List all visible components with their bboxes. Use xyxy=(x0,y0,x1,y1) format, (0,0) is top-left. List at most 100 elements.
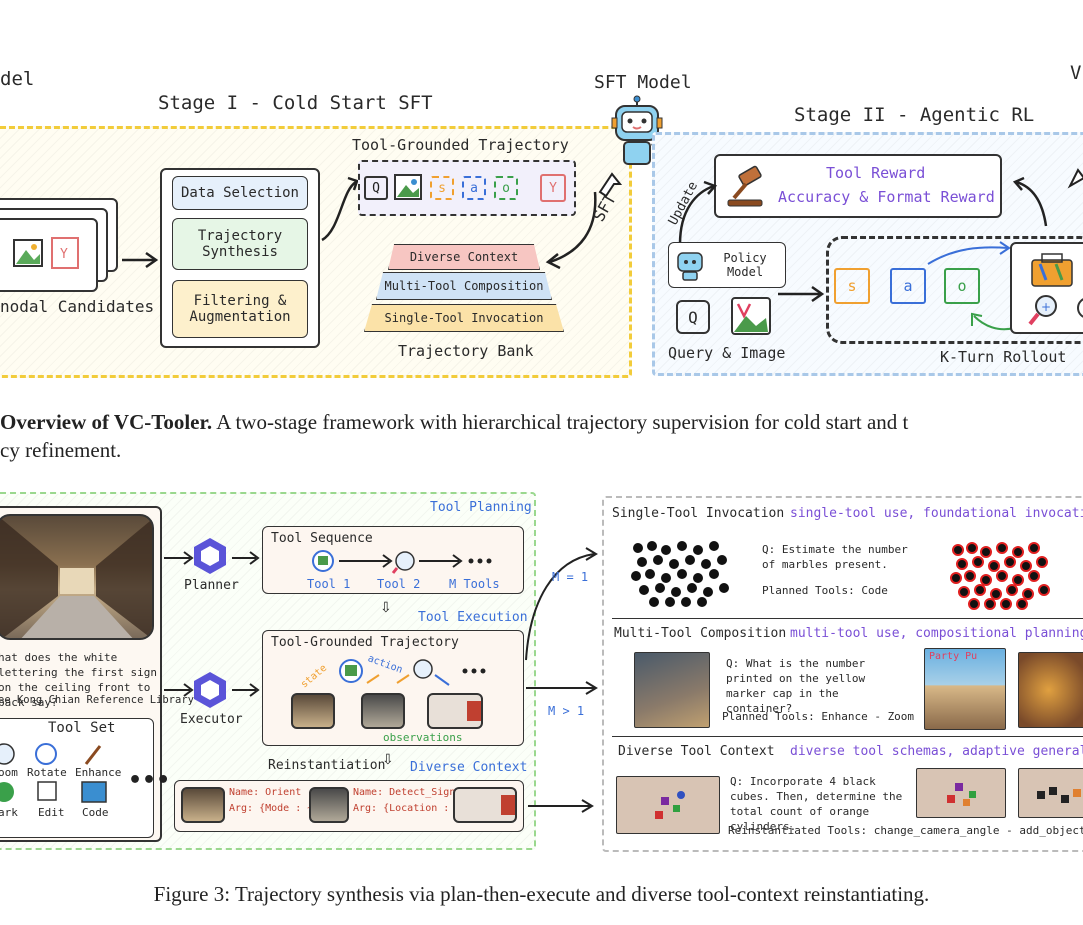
hollow-down-arrow-icon: ⇩ xyxy=(380,600,392,616)
trajectory-bank-label: Trajectory Bank xyxy=(398,342,534,360)
caption-rest: A two-stage framework with hierarchical … xyxy=(212,410,909,434)
reinst-image-2 xyxy=(309,787,349,823)
tool-edit: Edit xyxy=(38,806,65,819)
sign-red-tab xyxy=(501,795,515,815)
hollow-arrow-icon xyxy=(598,172,623,198)
sft-model-label: SFT Model xyxy=(594,72,692,93)
multi-tool-subtitle: multi-tool use, compositional planning xyxy=(790,626,1083,641)
toolbox-panel: + xyxy=(1010,242,1083,334)
sequence-icons xyxy=(312,550,492,574)
gavel-icon xyxy=(727,165,763,207)
policy-model-label: Policy Model xyxy=(723,251,767,279)
diverse-context-label: Diverse Context xyxy=(410,760,528,775)
hollow-arrow-icon xyxy=(1067,168,1083,189)
svg-text:+: + xyxy=(1041,300,1051,314)
caption-bold: Overview of VC-Tooler. xyxy=(0,410,213,434)
diverse-tool-title: Diverse Tool Context xyxy=(618,744,775,759)
token-o: o xyxy=(494,176,518,200)
arrow-to-trajectory-box xyxy=(232,683,260,697)
robot-icon xyxy=(677,252,703,281)
data-selection-box: Data Selection xyxy=(172,176,308,210)
token-a: a xyxy=(462,176,486,200)
tool-execution-label: Tool Execution xyxy=(418,610,528,625)
m-gt-1-label: M > 1 xyxy=(548,704,585,718)
single-tool-question: Q: Estimate the number of marbles presen… xyxy=(762,543,908,571)
tool-zoom: oom xyxy=(0,766,18,779)
figure2-caption-line2: cy refinement. xyxy=(0,438,122,462)
observation-image-3 xyxy=(427,693,483,729)
toolbox-icon: + xyxy=(1028,253,1083,326)
trajectory-box-title: Tool-Grounded Trajectory xyxy=(271,635,459,650)
divider-1 xyxy=(612,618,1083,619)
figure3-caption: Figure 3: Trajectory synthesis via plan-… xyxy=(153,882,930,906)
diverse-tool-planned: Reinstantiated Tools: change_camera_angl… xyxy=(728,824,1083,837)
rollout-blue-arrow xyxy=(927,241,1011,265)
party-image: Party Pu xyxy=(924,648,1006,730)
tool-code: Code xyxy=(82,806,109,819)
trajectory-step-icons xyxy=(339,659,486,686)
stage1-title: Stage I - Cold Start SFT xyxy=(158,92,433,114)
m-tools-label: M Tools xyxy=(449,577,500,591)
tool-rotate: Rotate xyxy=(27,766,67,779)
arrow-to-executor xyxy=(164,683,194,697)
reinstantiation-strip: Name: Orient Arg: {Mode : ~} Name: Detec… xyxy=(174,780,524,832)
reinst-arg-2: Arg: {Location : ~} xyxy=(353,803,468,814)
query-token: Q xyxy=(676,300,710,334)
cropped-title-left: del xyxy=(0,68,35,90)
image-icon: Y xyxy=(13,237,79,269)
multi-tool-question: Q: What is the number printed on the yel… xyxy=(726,657,866,715)
figure2-caption-line1: Overview of VC-Tooler. A two-stage frame… xyxy=(0,410,908,435)
stage2-title: Stage II - Agentic RL xyxy=(794,104,1035,126)
cropped-title-right: V xyxy=(1070,62,1082,84)
state-label: state xyxy=(298,662,330,691)
trajectory-box: Tool-Grounded Trajectory state action ob… xyxy=(262,630,524,746)
reinst-name-2: Name: Detect_Sign xyxy=(353,787,456,798)
sft-arrow xyxy=(545,191,597,270)
tool-set-title: Tool Set xyxy=(48,720,116,736)
planner-label: Planner xyxy=(184,578,239,593)
reward-box: Tool Reward Accuracy & Format Reward xyxy=(714,154,1002,218)
markers-image xyxy=(1018,652,1083,728)
trajectory-synthesis-box: Trajectory Synthesis xyxy=(172,218,308,270)
tool-sequence-title: Tool Sequence xyxy=(271,531,373,546)
party-text: Party Pu xyxy=(929,651,978,662)
marbles-image xyxy=(631,541,729,607)
tool-icons xyxy=(0,743,107,803)
multi-tool-planned: Planned Tools: Enhance - Zoom xyxy=(722,710,915,723)
branch-arrows xyxy=(525,547,598,695)
cubes-graphic xyxy=(655,791,685,819)
marbles-marked-image xyxy=(950,542,1050,610)
sign-red-tab xyxy=(467,701,481,721)
svg-text:Y: Y xyxy=(60,247,68,262)
arrow-to-rollout xyxy=(778,285,825,303)
cubes-edit-graphic xyxy=(1037,787,1081,803)
image-icon xyxy=(731,297,771,335)
tool-mark: ark xyxy=(0,806,18,819)
library-shelves-graphic xyxy=(0,517,152,638)
arrow-to-sequence xyxy=(232,551,260,565)
reinst-image-3 xyxy=(453,787,517,823)
reinst-name-1: Name: Orient xyxy=(229,787,302,798)
policy-model-box: Policy Model xyxy=(668,242,786,288)
library-name: ee Kong Chian Reference Library xyxy=(0,694,194,706)
observations-label: observations xyxy=(383,731,463,744)
tool2-label: Tool 2 xyxy=(377,577,421,591)
diverse-tool-question: Q: Incorporate 4 black cubes. Then, dete… xyxy=(730,775,903,833)
cubes-result-graphic xyxy=(947,783,976,806)
filtering-box: Filtering & Augmentation xyxy=(172,280,308,338)
update-arrow xyxy=(678,180,718,245)
tool-enhance: Enhance xyxy=(75,766,122,779)
library-image xyxy=(0,514,154,640)
planner-logo-icon xyxy=(194,538,226,574)
arrow-to-diverse xyxy=(528,799,594,813)
tool-grounded-trajectory-title: Tool-Grounded Trajectory xyxy=(352,136,569,154)
rollout-token-o: o xyxy=(944,268,980,304)
token-q: Q xyxy=(364,176,388,200)
image-icon xyxy=(394,174,422,200)
reinst-image-1 xyxy=(181,787,225,823)
question-text: hat does the white lettering the first s… xyxy=(0,651,157,709)
single-tool-planned: Planned Tools: Code xyxy=(762,584,888,597)
executor-logo-icon xyxy=(194,672,226,708)
accuracy-reward-label: Accuracy & Format Reward xyxy=(778,188,995,206)
container-image xyxy=(634,652,710,728)
